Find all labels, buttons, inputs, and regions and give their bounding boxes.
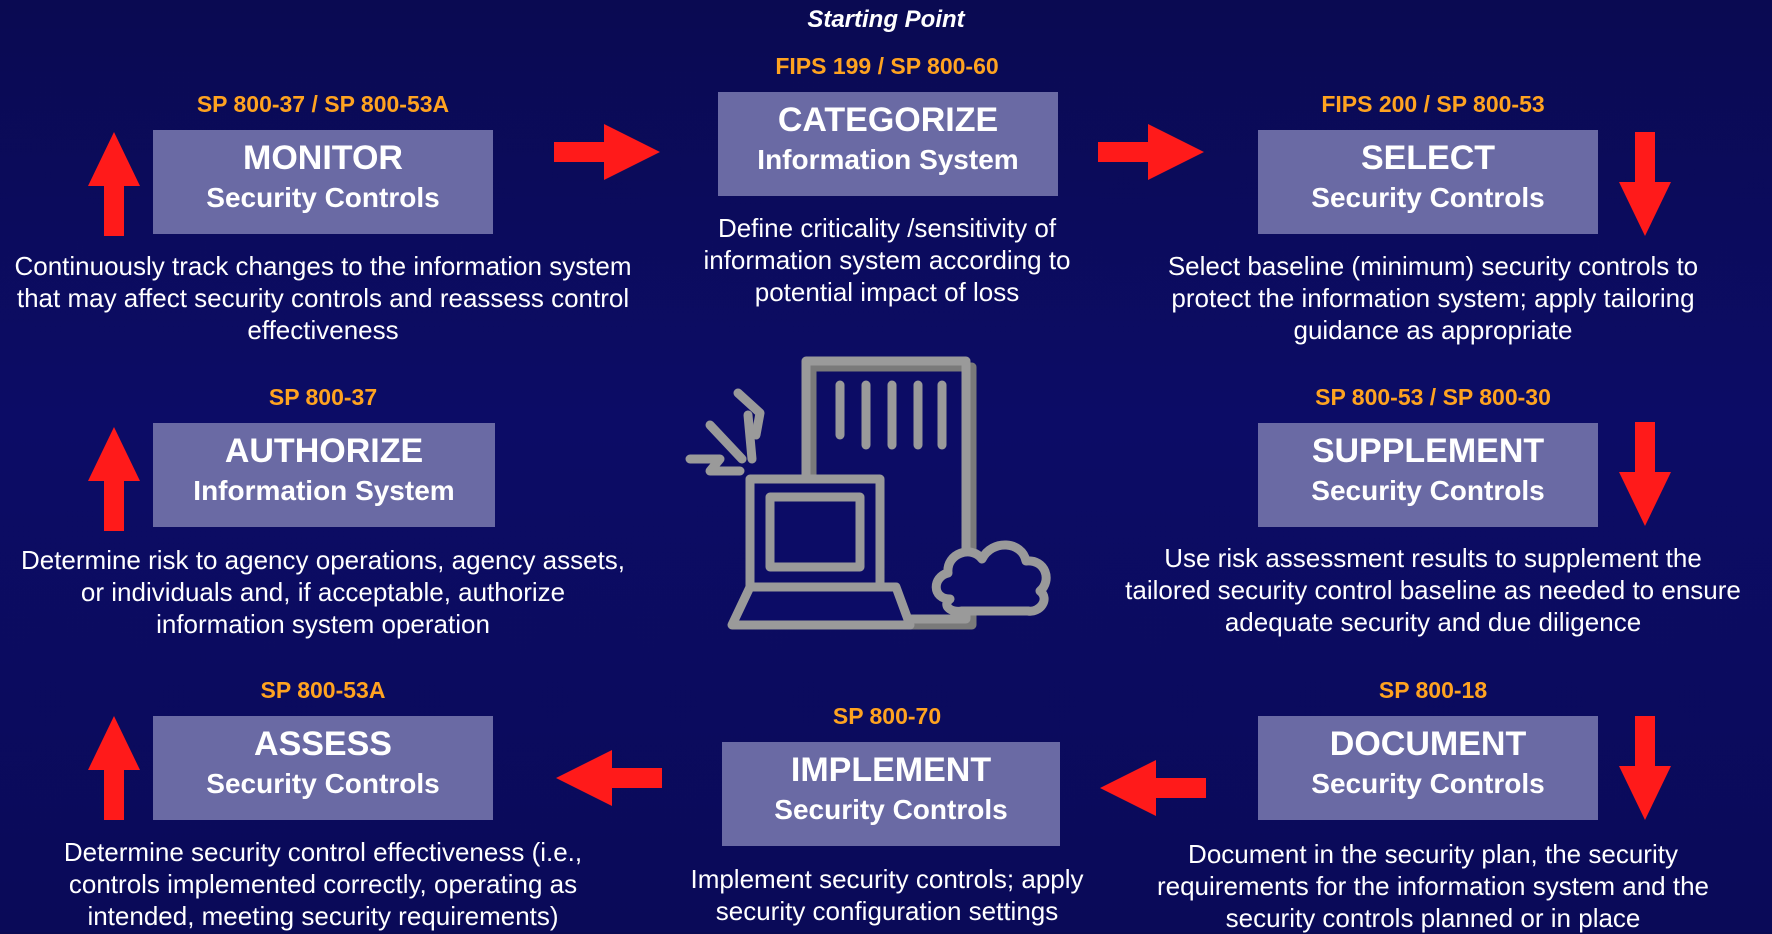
arrow-monitor-up — [88, 132, 140, 236]
assess-ref: SP 800-53A — [260, 677, 386, 703]
arrow-document-down — [1619, 716, 1671, 820]
authorize-box: AUTHORIZE Information System — [153, 423, 495, 527]
implement-ref: SP 800-70 — [832, 703, 942, 729]
supplement-ref: SP 800-53 / SP 800-30 — [1315, 384, 1551, 410]
document-subtitle: Security Controls — [1311, 768, 1545, 799]
select-description: Select baseline (minimum) security contr… — [1167, 251, 1699, 345]
supplement-box: SUPPLEMENT Security Controls — [1258, 423, 1598, 527]
document-box: DOCUMENT Security Controls — [1258, 716, 1598, 820]
arrow-authorize-up — [88, 427, 140, 531]
monitor-title: MONITOR — [243, 139, 403, 177]
monitor-description: Continuously track changes to the inform… — [14, 251, 632, 345]
arrow-select-down — [1619, 132, 1671, 236]
authorize-ref: SP 800-37 — [268, 384, 378, 410]
supplement-description: Use risk assessment results to supplemen… — [1125, 543, 1741, 637]
supplement-subtitle: Security Controls — [1311, 475, 1545, 506]
categorize-ref: FIPS 199 / SP 800-60 — [775, 53, 999, 79]
arrow-monitor-to-categorize — [554, 124, 660, 180]
assess-subtitle: Security Controls — [206, 768, 440, 799]
starting-point-label: Starting Point — [807, 6, 965, 33]
categorize-description: Define criticality /sensitivity of infor… — [703, 213, 1071, 307]
authorize-title: AUTHORIZE — [224, 432, 424, 470]
monitor-ref: SP 800-37 / SP 800-53A — [196, 91, 450, 117]
monitor-box: MONITOR Security Controls — [153, 130, 493, 234]
authorize-description: Determine risk to agency operations, age… — [20, 545, 626, 639]
categorize-box: CATEGORIZE Information System — [718, 92, 1058, 196]
monitor-subtitle: Security Controls — [206, 182, 440, 213]
arrow-categorize-to-select — [1098, 124, 1204, 180]
implement-box: IMPLEMENT Security Controls — [722, 742, 1060, 846]
categorize-title: CATEGORIZE — [777, 101, 999, 139]
select-ref: FIPS 200 / SP 800-53 — [1321, 91, 1545, 117]
select-subtitle: Security Controls — [1311, 182, 1545, 213]
categorize-subtitle: Information System — [757, 144, 1019, 175]
implement-description: Implement security controls; apply secur… — [690, 864, 1084, 926]
implement-title: IMPLEMENT — [790, 751, 992, 789]
assess-box: ASSESS Security Controls — [153, 716, 493, 820]
assess-description: Determine security control effectiveness… — [63, 837, 583, 931]
arrow-implement-to-assess — [556, 750, 662, 806]
document-title: DOCUMENT — [1329, 725, 1527, 763]
implement-subtitle: Security Controls — [774, 794, 1008, 825]
document-ref: SP 800-18 — [1378, 677, 1488, 703]
supplement-title: SUPPLEMENT — [1311, 432, 1545, 470]
select-box: SELECT Security Controls — [1258, 130, 1598, 234]
arrow-document-to-implement — [1100, 760, 1206, 816]
arrow-assess-up — [88, 716, 140, 820]
assess-title: ASSESS — [254, 725, 392, 763]
arrow-supplement-down — [1619, 422, 1671, 526]
computer-with-cloud-icon — [685, 356, 1051, 630]
authorize-subtitle: Information System — [193, 475, 455, 506]
select-title: SELECT — [1360, 139, 1496, 177]
document-description: Document in the security plan, the secur… — [1156, 839, 1710, 933]
